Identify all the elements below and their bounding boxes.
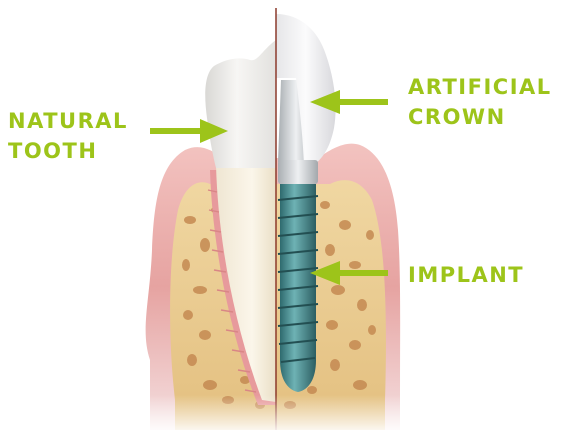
natural-tooth-crown	[205, 40, 276, 168]
implant-collar	[278, 160, 318, 184]
artificial-crown-label-line1: ARTIFICIAL	[408, 72, 552, 102]
implant-label-text: IMPLANT	[408, 260, 524, 290]
natural-tooth-label-line2: TOOTH	[8, 136, 128, 166]
natural-tooth-label: NATURAL TOOTH	[8, 106, 128, 166]
artificial-crown-label: ARTIFICIAL CROWN	[408, 72, 552, 132]
bottom-fade	[140, 395, 410, 435]
natural-tooth-label-line1: NATURAL	[8, 106, 128, 136]
artificial-crown-label-line2: CROWN	[408, 102, 552, 132]
implant-label: IMPLANT	[408, 260, 524, 290]
